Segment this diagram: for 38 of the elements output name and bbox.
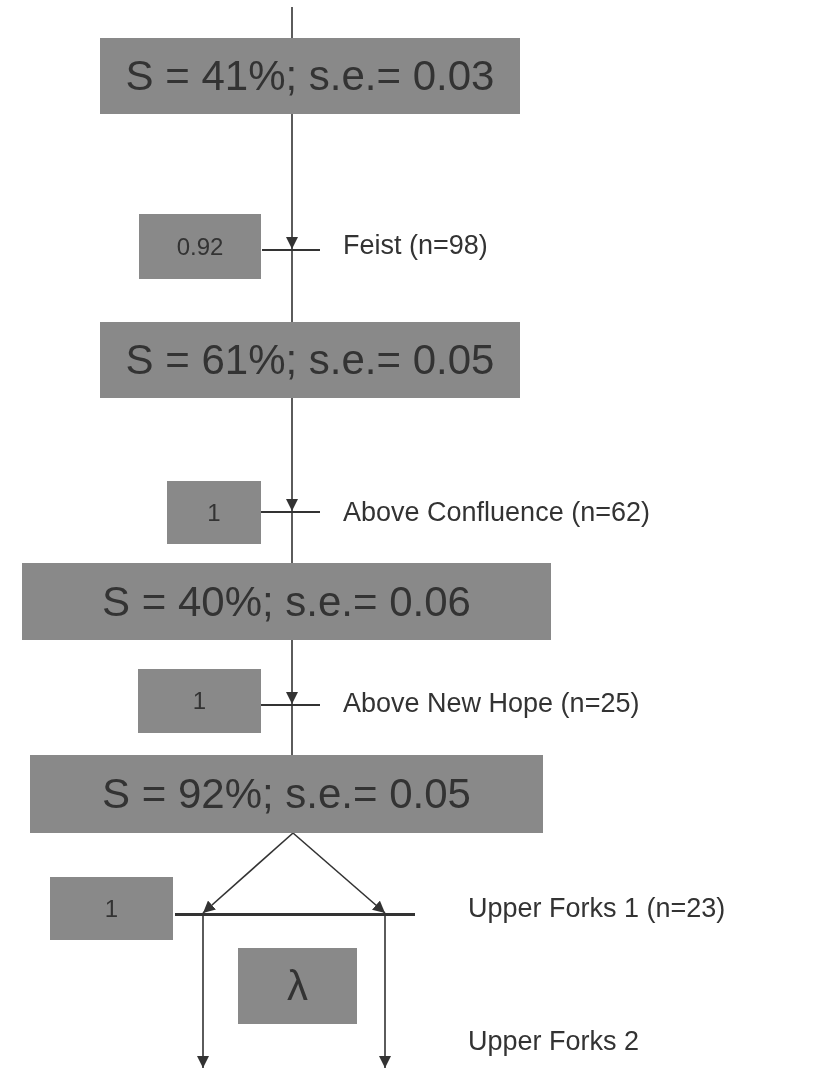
value-box [167, 481, 261, 544]
arrow [292, 832, 386, 914]
box-value: λ [287, 962, 308, 1010]
value-box [100, 38, 520, 114]
connector-line [291, 705, 293, 756]
bar-line [261, 704, 320, 706]
value-box [139, 214, 261, 279]
value-box [50, 877, 173, 940]
connector-line [291, 6, 293, 39]
box-value: 1 [192, 687, 207, 715]
arrow [197, 915, 209, 1069]
connector-line [291, 250, 293, 323]
arrow [286, 113, 298, 250]
connector-line [291, 512, 293, 564]
site-label: Above Confluence (n=62) [343, 497, 650, 529]
site-label: Above New Hope (n=25) [343, 688, 640, 720]
bar-line [262, 249, 320, 251]
value-box [30, 755, 543, 833]
arrow [286, 397, 298, 512]
value-box [100, 322, 520, 398]
value-box [22, 563, 551, 640]
box-value: 1 [104, 894, 119, 923]
arrow [202, 832, 294, 914]
box-value: 0.92 [176, 232, 224, 261]
site-label: Feist (n=98) [343, 230, 488, 262]
site-label: Upper Forks 1 (n=23) [468, 893, 726, 925]
box-value: S = 41%; s.e.= 0.03 [125, 52, 495, 100]
arrow [286, 639, 298, 705]
box-value: S = 61%; s.e.= 0.05 [125, 336, 495, 384]
arrow [379, 915, 391, 1069]
box-value: 1 [207, 498, 221, 527]
box-value: S = 40%; s.e.= 0.06 [102, 577, 471, 626]
value-box [238, 948, 357, 1024]
site-label: Upper Forks 2 [468, 1026, 640, 1058]
box-value: S = 92%; s.e.= 0.05 [102, 770, 471, 818]
bar-line [261, 511, 320, 513]
bar-line [175, 913, 415, 916]
value-box [138, 669, 261, 733]
